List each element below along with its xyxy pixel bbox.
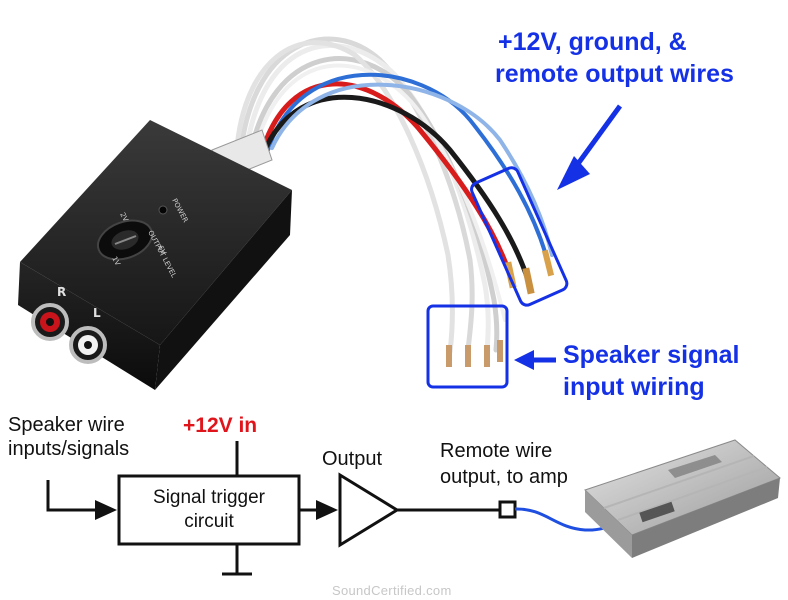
remote-terminal xyxy=(498,500,517,519)
output-buffer-symbol xyxy=(338,472,400,548)
rca-jack-left xyxy=(69,326,107,364)
callouts xyxy=(426,104,623,389)
input-signal-line xyxy=(46,480,98,512)
top-callout-arrow xyxy=(569,104,623,174)
block-label-line2: circuit xyxy=(184,511,234,532)
remote-label-line1: Remote wire xyxy=(440,440,553,462)
block-label-line1: Signal trigger xyxy=(153,487,265,508)
speaker-wires-highlight xyxy=(426,304,509,389)
schematic xyxy=(46,441,517,576)
white-wire-4 xyxy=(233,40,455,355)
power-wires-callout-line1: +12V, ground, & xyxy=(498,28,687,56)
level-6v-label: 6V xyxy=(156,244,168,256)
input-label-line2: inputs/signals xyxy=(8,438,130,460)
power-led xyxy=(158,205,168,215)
channel-r-label: R xyxy=(57,285,66,299)
blue-white-wire xyxy=(270,82,554,257)
speaker-callout-line2: input wiring xyxy=(563,373,705,401)
remote-label-line2: output, to amp xyxy=(440,466,568,488)
buffer-arrowhead xyxy=(316,500,338,520)
output-level-knob xyxy=(96,219,154,261)
power-in-label: +12V in xyxy=(183,414,258,437)
rca-jack-right xyxy=(31,303,69,341)
amplifier-image xyxy=(584,439,781,558)
white-wire-5 xyxy=(253,63,507,322)
output-label: Output xyxy=(322,448,383,470)
input-label-line1: Speaker wire xyxy=(8,414,125,436)
channel-l-label: L xyxy=(93,306,101,320)
level-1v-label: 1V xyxy=(110,255,122,267)
power-wires-callout-line2: remote output wires xyxy=(495,60,734,88)
power-wires-highlight xyxy=(470,166,569,307)
speaker-callout-line1: Speaker signal xyxy=(563,341,740,369)
level-2v-label: 2V xyxy=(118,211,130,223)
wire-harness xyxy=(233,36,555,367)
input-arrowhead xyxy=(95,500,117,520)
watermark: SoundCertified.com xyxy=(332,583,452,598)
line-output-converter: POWER OUTPUT LEVEL 2V 6V 1V R L xyxy=(18,120,292,390)
